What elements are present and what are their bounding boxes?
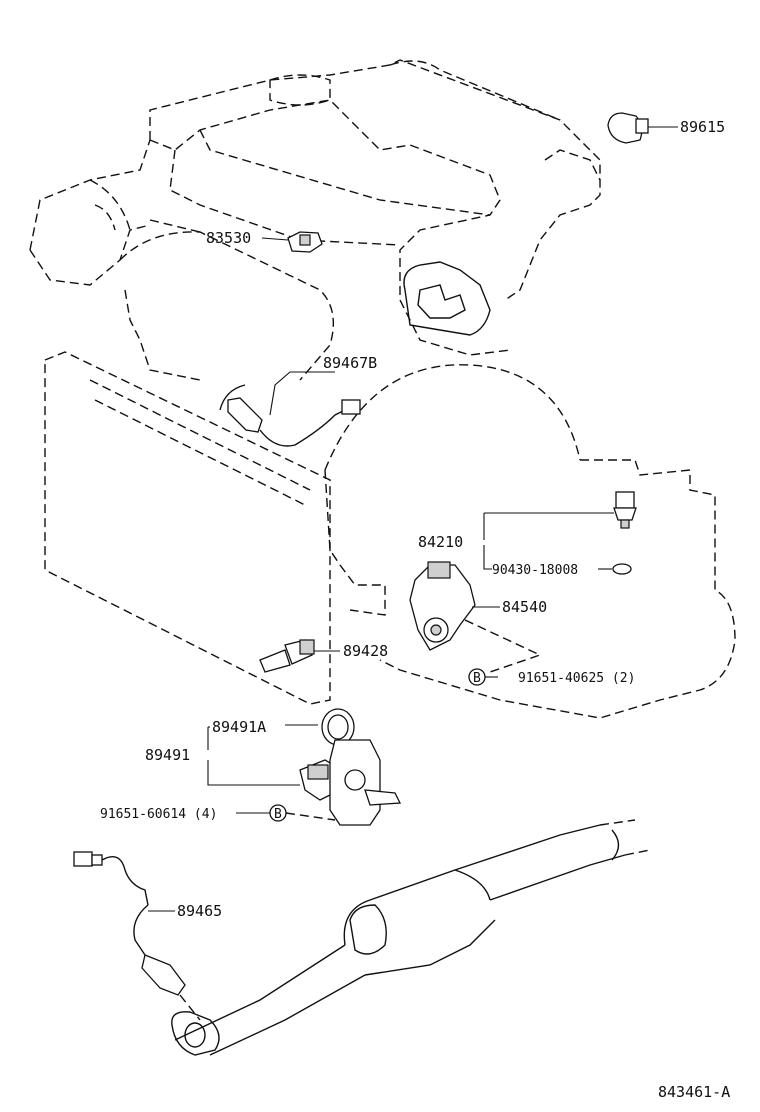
callout-84540: 84540: [502, 598, 547, 616]
bolt-marker-b1: B: [468, 668, 498, 686]
part-84540-neutral-switch: [409, 561, 542, 673]
callout-89491a: 89491A: [212, 718, 266, 736]
part-89467b-oxygen-sensor: [219, 371, 361, 447]
part-89491-speed-sensor: [207, 708, 402, 826]
callout-91651-40625: 91651-40625 (2): [518, 671, 635, 686]
bolt-marker-b2-label: B: [274, 807, 282, 822]
callout-89491: 89491: [145, 746, 190, 764]
part-89615-sensor: [607, 112, 678, 144]
part-84210-switch: [483, 491, 637, 575]
exhaust-system: [171, 819, 651, 1056]
part-83530-switch: [261, 231, 323, 253]
callout-89615: 89615: [680, 118, 725, 136]
bolt-marker-b1-label: B: [473, 671, 481, 686]
diagram-code: 843461-A: [658, 1083, 730, 1101]
callout-91651-60614: 91651-60614 (4): [100, 807, 217, 822]
callout-90430-18008: 90430-18008: [492, 563, 578, 578]
callout-84210: 84210: [418, 533, 463, 551]
callout-89467b: 89467B: [323, 354, 377, 372]
part-89428-sensor: [259, 639, 340, 673]
callout-83530: 83530: [206, 229, 251, 247]
part-89465-oxygen-sensor: [73, 851, 201, 1021]
engine-outline: [29, 59, 736, 719]
callout-89465: 89465: [177, 902, 222, 920]
callout-89428: 89428: [343, 642, 388, 660]
bolt-marker-b2: B: [236, 804, 336, 822]
